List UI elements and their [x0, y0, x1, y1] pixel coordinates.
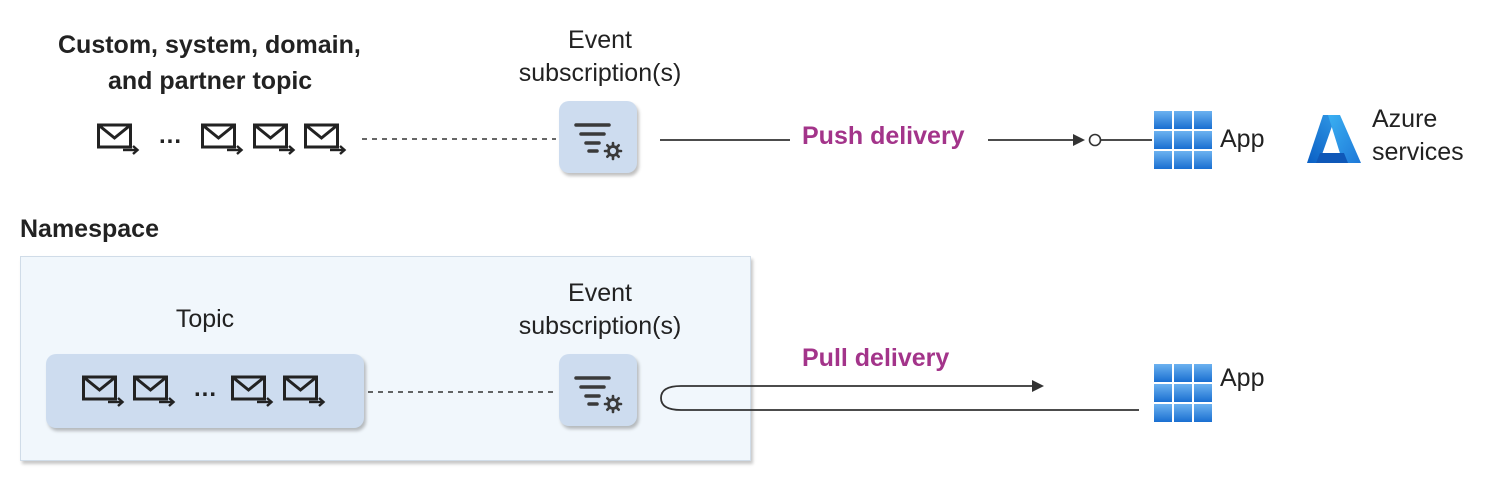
- azure-services-label: Azure services: [1372, 103, 1464, 169]
- envelope-arrow-icon: [97, 122, 145, 158]
- app-label-bottom: App: [1220, 364, 1265, 392]
- namespace-title: Namespace: [20, 215, 159, 243]
- pull-delivery-label: Pull delivery: [802, 344, 950, 372]
- envelope-arrow-icon: [201, 122, 249, 158]
- app-grid-icon: [1154, 111, 1212, 169]
- envelope-arrow-icon: [283, 374, 331, 410]
- app-label-top: App: [1220, 125, 1265, 153]
- azure-label-line2: services: [1372, 138, 1464, 166]
- ellipsis: ...: [194, 375, 218, 402]
- source-topic-title: Custom, system, domain, and partner topi…: [58, 27, 398, 99]
- app-grid-icon: [1154, 364, 1212, 422]
- envelope-arrow-icon: [133, 374, 181, 410]
- event-subscription-box-top[interactable]: [559, 101, 637, 173]
- push-delivery-label: Push delivery: [802, 122, 965, 150]
- filter-settings-icon: [559, 354, 637, 426]
- topic-subscription-connector: [368, 391, 556, 393]
- event-subscription-label-bottom: Event subscription(s): [500, 277, 700, 343]
- event-subscription-label-line1: Event: [568, 26, 632, 54]
- pull-delivery-connector: [660, 380, 1139, 411]
- event-subscription-label-line2: subscription(s): [518, 312, 682, 340]
- filter-settings-icon: [559, 101, 637, 173]
- event-subscription-label-line1: Event: [568, 279, 632, 307]
- topic-subscription-connector: [362, 138, 556, 140]
- ellipsis: ...: [159, 122, 183, 149]
- envelope-arrow-icon: [253, 122, 301, 158]
- event-subscription-label-top: Event subscription(s): [500, 24, 700, 90]
- event-subscription-label-line2: subscription(s): [518, 59, 682, 87]
- push-delivery-connector: [660, 133, 1152, 147]
- topic-label: Topic: [175, 305, 235, 333]
- azure-logo-icon: [1307, 115, 1361, 163]
- envelope-arrow-icon: [82, 374, 130, 410]
- envelope-arrow-icon: [304, 122, 352, 158]
- envelope-arrow-icon: [231, 374, 279, 410]
- source-topic-title-line2: and partner topic: [108, 67, 313, 95]
- event-subscription-box-bottom[interactable]: [559, 354, 637, 426]
- azure-label-line1: Azure: [1372, 105, 1438, 133]
- source-topic-title-line1: Custom, system, domain,: [58, 31, 361, 59]
